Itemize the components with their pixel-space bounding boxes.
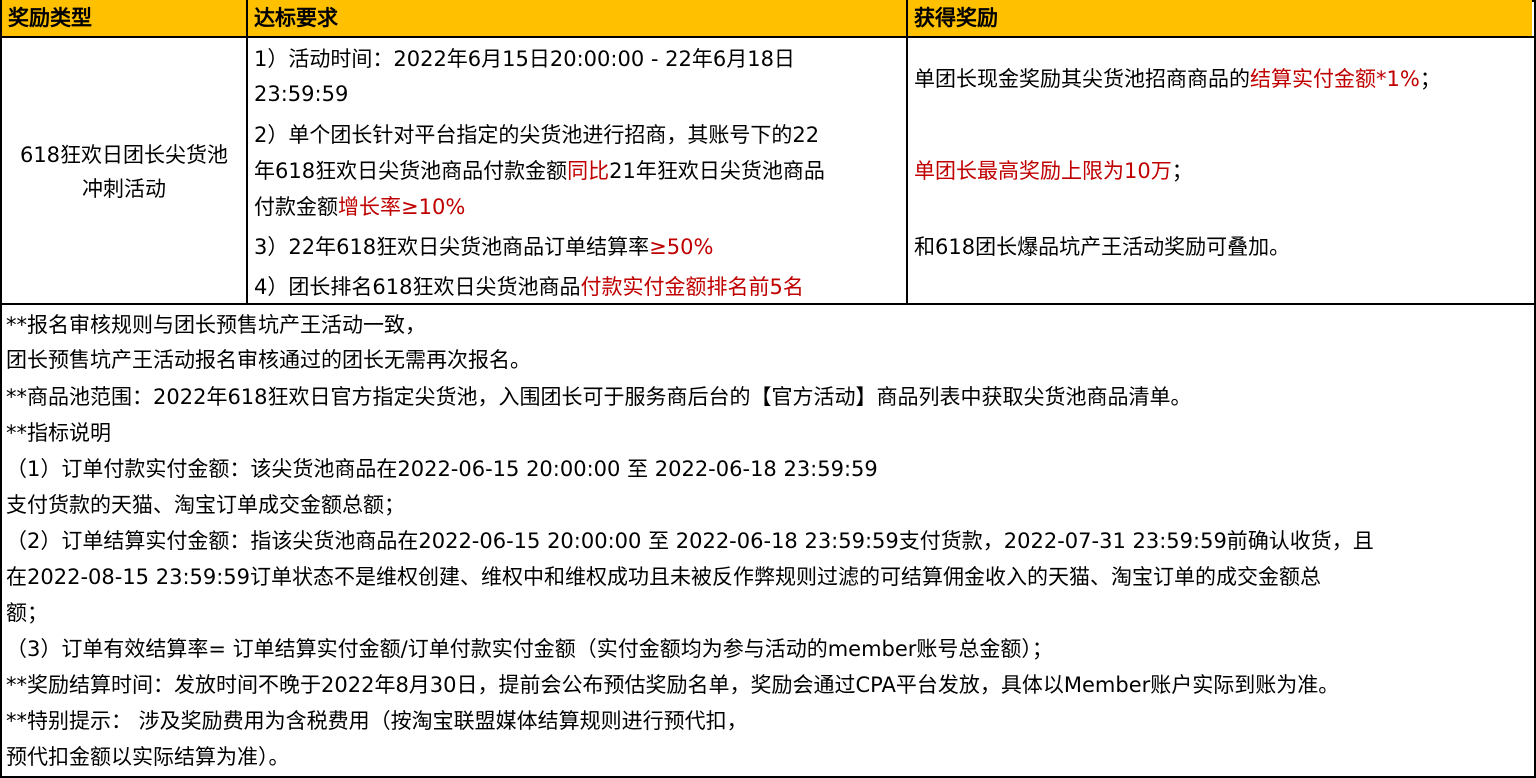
reward-line-3: 和618团长爆品坑产王活动奖励可叠加。 bbox=[914, 235, 1291, 259]
table-bottom-divider bbox=[0, 303, 1536, 305]
requirement-3-text: 3）22年618狂欢日尖货池商品订单结算率 bbox=[254, 235, 650, 259]
note-line: 支付货款的天猫、淘宝订单成交金额总额； bbox=[6, 493, 405, 517]
note-line: 预代扣金额以实际结算为准）。 bbox=[6, 745, 290, 769]
requirement-3-highlight: ≥50% bbox=[649, 235, 714, 259]
requirement-4-text: 4）团长排名618狂欢日尖货池商品 bbox=[254, 275, 581, 299]
note-line: 团长预售坑产王活动报名审核通过的团长无需再次报名。 bbox=[6, 348, 531, 372]
requirement-2-line-2: 年618狂欢日尖货池商品付款金额同比21年狂欢日尖货池商品 bbox=[254, 154, 825, 188]
col-divider-1 bbox=[246, 0, 248, 305]
col-divider-2 bbox=[906, 0, 908, 305]
requirement-2-text-a: 年618狂欢日尖货池商品付款金额 bbox=[254, 159, 568, 183]
header-reward-type: 奖励类型 bbox=[2, 0, 246, 36]
requirement-2-line-3: 付款金额增长率≥10% bbox=[254, 190, 465, 224]
header-requirements: 达标要求 bbox=[248, 0, 906, 36]
header-divider bbox=[0, 36, 1536, 38]
note-line: （1）订单付款实付金额：该尖货池商品在2022-06-15 20:00:00 至… bbox=[6, 457, 878, 481]
note-line: **报名审核规则与团长预售坑产王活动一致， bbox=[6, 313, 426, 337]
reward-1-end: ； bbox=[1419, 67, 1441, 91]
requirement-2-highlight-yoy: 同比 bbox=[567, 159, 610, 183]
reward-1-text: 单团长现金奖励其尖货池招商商品的 bbox=[914, 67, 1250, 91]
note-line: 在2022-08-15 23:59:59订单状态不是维权创建、维权中和维权成功且… bbox=[6, 565, 1322, 589]
reward-2-highlight: 单团长最高奖励上限为10万 bbox=[914, 159, 1172, 183]
requirement-4-highlight: 付款实付金额排名前5名 bbox=[580, 275, 804, 299]
note-line: （3）订单有效结算率= 订单结算实付金额/订单付款实付金额（实付金额均为参与活动… bbox=[6, 637, 1053, 661]
note-line: **商品池范围：2022年618狂欢日官方指定尖货池，入围团长可于服务商后台的【… bbox=[6, 385, 1192, 409]
requirement-3: 3）22年618狂欢日尖货池商品订单结算率≥50% bbox=[254, 230, 713, 264]
reward-2-end: ； bbox=[1171, 159, 1193, 183]
header-rewards: 获得奖励 bbox=[908, 0, 1532, 36]
requirement-2-line-1: 2）单个团长针对平台指定的尖货池进行招商，其账号下的22 bbox=[254, 123, 820, 147]
reward-line-1: 单团长现金奖励其尖货池招商商品的结算实付金额*1%； bbox=[914, 62, 1441, 96]
requirement-1-line-2: 23:59:59 bbox=[254, 82, 349, 106]
reward-type-line-1: 618狂欢日团长尖货池 bbox=[19, 143, 229, 167]
requirement-2-text-b: 21年狂欢日尖货池商品 bbox=[609, 159, 825, 183]
note-line: 额； bbox=[6, 601, 48, 625]
requirement-4: 4）团长排名618狂欢日尖货池商品付款实付金额排名前5名 bbox=[254, 270, 804, 304]
reward-1-highlight: 结算实付金额*1% bbox=[1250, 67, 1420, 91]
reward-line-2: 单团长最高奖励上限为10万； bbox=[914, 154, 1193, 188]
requirement-1-line-1: 1）活动时间：2022年6月15日20:00:00 - 22年6月18日 bbox=[254, 47, 795, 71]
requirement-2-highlight-growth: 增长率≥10% bbox=[338, 195, 466, 219]
note-line: **奖励结算时间：发放时间不晚于2022年8月30日，提前会公布预估奖励名单，奖… bbox=[6, 673, 1340, 697]
note-line: **特别提示： 涉及奖励费用为含税费用（按淘宝联盟媒体结算规则进行预代扣， bbox=[6, 709, 748, 733]
reward-type-line-2: 冲刺活动 bbox=[82, 177, 166, 201]
requirement-2-text-c: 付款金额 bbox=[254, 195, 338, 219]
note-line: （2）订单结算实付金额：指该尖货池商品在2022-06-15 20:00:00 … bbox=[6, 529, 1374, 553]
note-line: **指标说明 bbox=[6, 421, 111, 445]
